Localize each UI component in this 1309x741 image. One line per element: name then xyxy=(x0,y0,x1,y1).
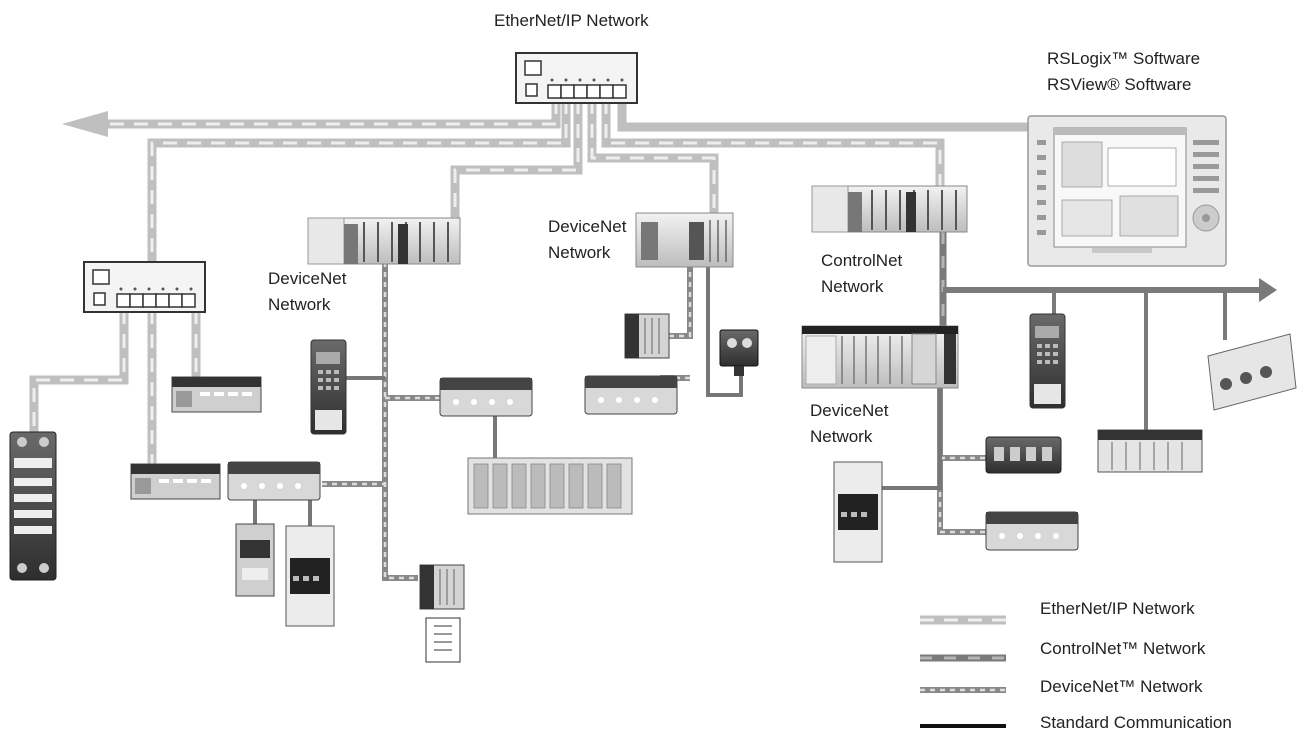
devicenet-io-module-3[interactable] xyxy=(584,375,678,415)
ethernet-cable-to-io-block xyxy=(29,310,129,432)
label-devicenet-left-line2: Network xyxy=(268,295,331,314)
controlnet-arrowhead-right xyxy=(1259,278,1277,302)
smc-controller-left[interactable] xyxy=(285,525,335,627)
ethernet-switch-top[interactable] xyxy=(515,52,638,104)
cables xyxy=(29,100,1277,581)
ethernet-cable-to-devicenet-plc-left xyxy=(450,100,583,224)
devicenet-cables xyxy=(322,262,990,581)
ethernet-arrowhead-left xyxy=(62,111,108,137)
ethernet-cable-to-controlnet-plc xyxy=(601,100,945,188)
label-controlnet-line2: Network xyxy=(821,277,884,296)
label-controlnet-line1: ControlNet xyxy=(821,251,903,270)
devicenet-io-module-4[interactable] xyxy=(985,511,1079,551)
ethernet-cables xyxy=(29,100,1028,466)
flex-io-rack[interactable] xyxy=(467,457,633,515)
point-io-node-mid[interactable] xyxy=(624,313,670,359)
io-block-small-right[interactable] xyxy=(985,436,1062,474)
ethernet-cable-to-devicenet-plc-mid xyxy=(587,100,719,214)
point-io-node-lower[interactable] xyxy=(419,564,465,610)
io-module-upper-left[interactable] xyxy=(171,376,262,413)
label-devicenet-right-line1: DeviceNet xyxy=(810,401,889,420)
controlnet-cables xyxy=(939,232,1277,432)
ethernet-cable-to-left-switch xyxy=(147,100,571,262)
contactor[interactable] xyxy=(235,523,275,597)
label-ethernet-network-top: EtherNet/IP Network xyxy=(494,11,649,30)
smc-controller-right[interactable] xyxy=(833,461,883,563)
legend-label-ethernet: EtherNet/IP Network xyxy=(1040,599,1195,618)
plc-chassis-devicenet-left[interactable] xyxy=(307,217,461,265)
devicenet-io-module-2[interactable] xyxy=(439,377,533,417)
label-devicenet-mid-line2: Network xyxy=(548,243,611,262)
legend-label-devicenet: DeviceNet™ Network xyxy=(1040,677,1203,696)
ethernet-switch-left[interactable] xyxy=(83,261,206,313)
label-devicenet-right-line2: Network xyxy=(810,427,873,446)
hmi-terminal[interactable] xyxy=(1027,115,1227,267)
label-devicenet-mid-line1: DeviceNet xyxy=(548,217,627,236)
label-rsview-software: RSView® Software xyxy=(1047,75,1192,94)
powerflex-drive-left[interactable] xyxy=(310,339,347,435)
ethernet-backbone-arrow-cable xyxy=(62,100,561,137)
legend-label-controlnet: ControlNet™ Network xyxy=(1040,639,1206,658)
devicenet-io-module-1[interactable] xyxy=(227,461,321,501)
label-rslogix-software: RSLogix™ Software xyxy=(1047,49,1201,68)
powerflex-drive-right[interactable] xyxy=(1029,313,1066,409)
legend-label-standard: Standard Communication xyxy=(1040,713,1232,732)
photoelectric-sensor[interactable] xyxy=(719,329,759,376)
light-curtain[interactable] xyxy=(425,617,461,663)
plc-chassis-controlnet[interactable] xyxy=(811,185,968,233)
plc-chassis-devicenet-mid[interactable] xyxy=(635,212,734,268)
controlnet-io-rack[interactable] xyxy=(1097,429,1203,473)
plc-chassis-large[interactable] xyxy=(801,325,959,389)
distributed-io-block[interactable] xyxy=(9,431,57,581)
on-machine-io-module[interactable] xyxy=(1207,333,1297,411)
label-devicenet-left-line1: DeviceNet xyxy=(268,269,347,288)
standard-cables xyxy=(253,262,942,526)
ethernet-cable-to-hmi-terminal xyxy=(617,100,1028,132)
io-module-lower-left[interactable] xyxy=(130,463,221,500)
legend-swatches xyxy=(920,615,1006,728)
